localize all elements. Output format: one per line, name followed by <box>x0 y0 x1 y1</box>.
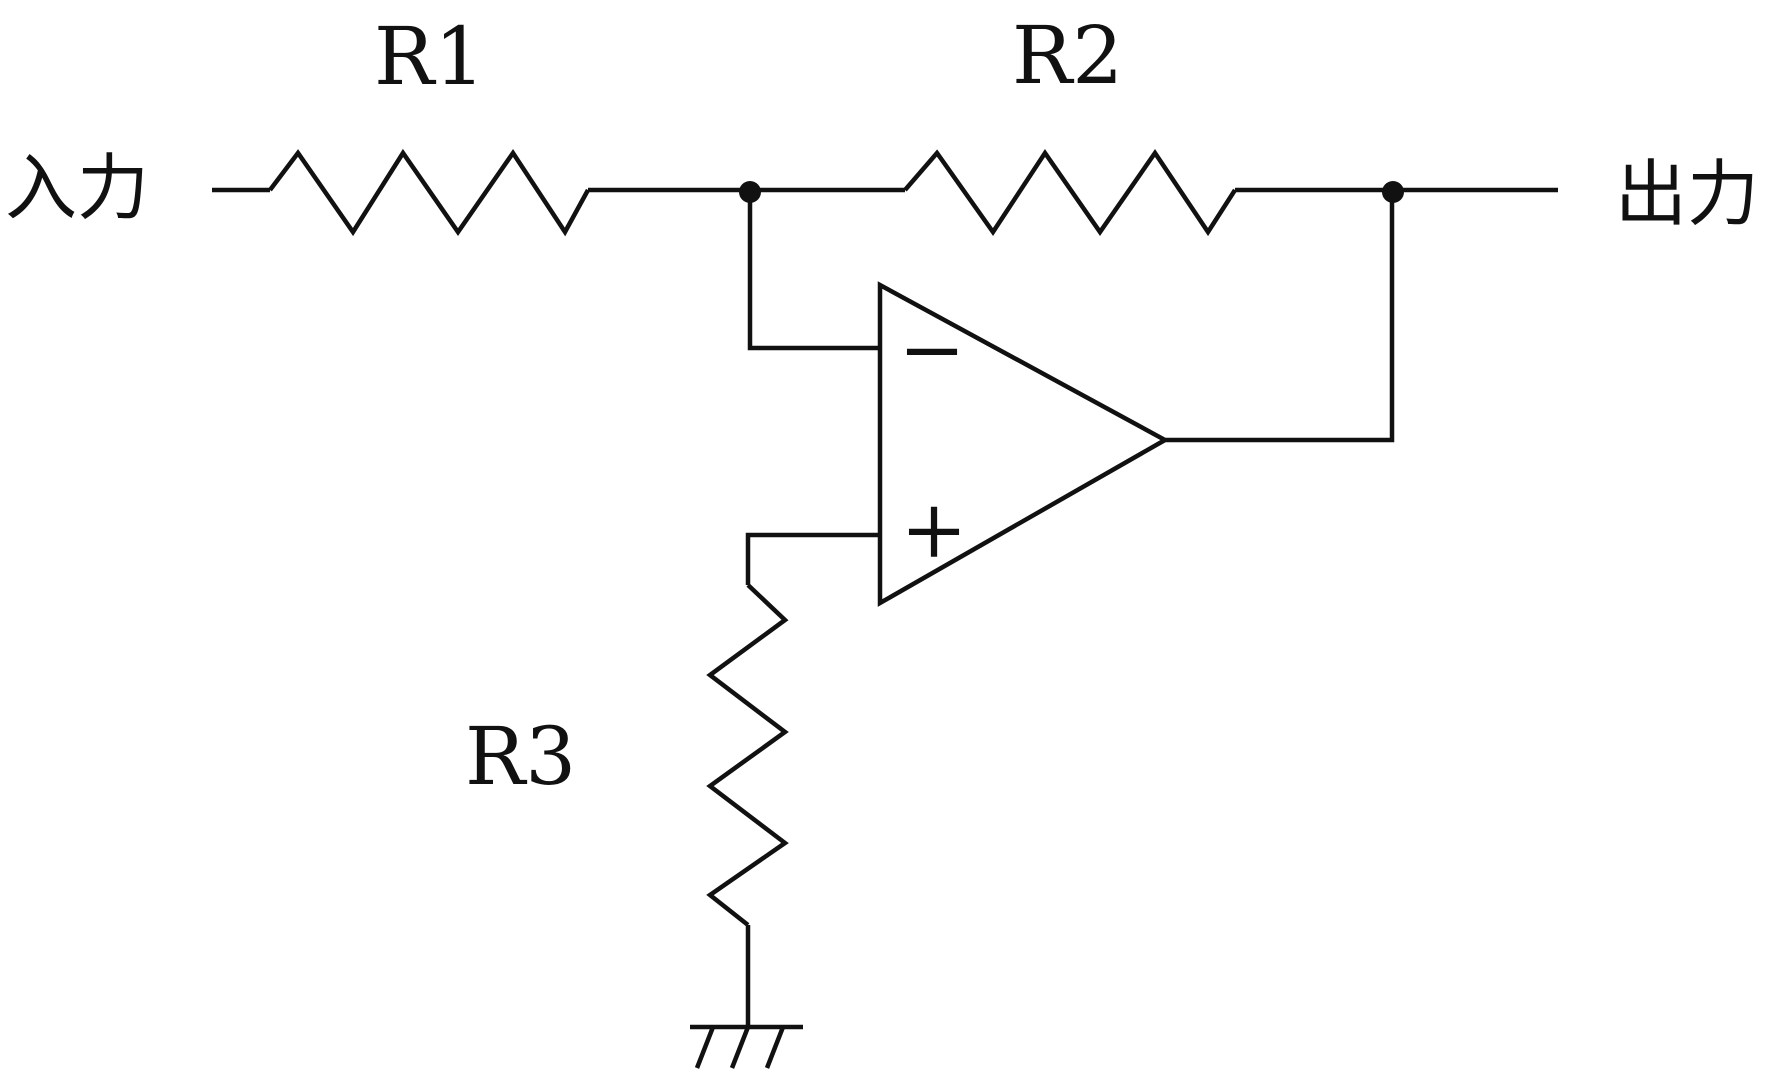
resistor-r2 <box>903 148 1237 237</box>
output-label: 出力 <box>1615 152 1759 236</box>
r2-label: R2 <box>1012 9 1123 102</box>
inverting-input-sign: − <box>898 303 965 396</box>
junction-node-b <box>1382 181 1404 203</box>
resistor-r1 <box>268 148 590 237</box>
op-amp <box>877 281 1170 607</box>
non-inverting-input-sign: + <box>900 483 967 576</box>
r3-label: R3 <box>465 710 576 803</box>
input-label: 入力 <box>5 146 149 230</box>
wire-node-a-to-inverting-input <box>747 190 880 351</box>
wire-node-b-to-opamp-output <box>1165 190 1395 443</box>
resistor-r3 <box>706 583 789 927</box>
wire-non-inverting-input-to-r3 <box>745 532 880 585</box>
junction-node-a <box>739 181 761 203</box>
ground-icon <box>690 1024 803 1069</box>
r1-label: R1 <box>374 10 485 103</box>
